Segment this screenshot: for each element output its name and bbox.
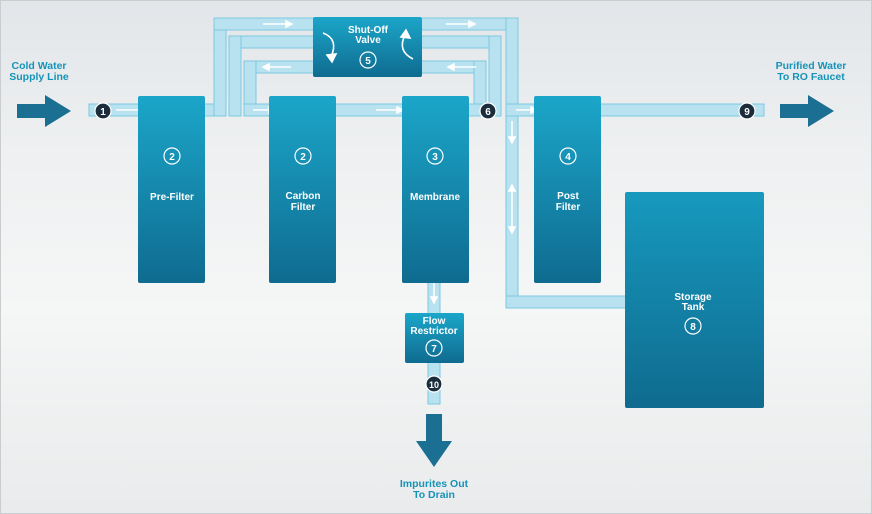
drain-arrow [416,414,452,467]
valve-label-1: Shut-Off [348,25,389,36]
tank-label-1: Storage [674,292,712,303]
prefilter-number: 2 [169,152,175,163]
inlet-label-2: Supply Line [9,71,69,83]
restrictor-badge [425,339,443,357]
pipe-inner-right-v [488,35,502,117]
membrane-housing [402,96,469,283]
prefilter-label: Pre-Filter [150,192,194,203]
pipe-top-outer-left [213,17,227,117]
restrictor-number: 7 [431,344,437,355]
storage-tank-body [625,192,764,408]
marker-1 [94,102,112,120]
shut-off-valve-body [313,17,422,77]
membrane-label: Membrane [410,192,460,203]
marker-9 [738,102,756,120]
pipe-top-inner [228,35,315,49]
tank-number: 8 [690,322,696,333]
post-label-1: Post [557,191,579,202]
post-label-2: Filter [556,202,581,213]
carbon-label-2: Filter [291,202,316,213]
marker-1-number: 1 [100,107,106,118]
point-markers [94,102,756,393]
carbon-filter-housing [269,96,336,283]
outlet-label-2: To RO Faucet [777,71,845,83]
valve-badge [359,51,377,69]
pipe-top-inner-left [228,35,242,117]
outlet-label-1: Purified Water [776,60,847,72]
tank-badge [684,317,702,335]
outlet-arrow [780,95,834,127]
drain-label-2: To Drain [413,489,455,501]
inlet-label-1: Cold Water [11,60,66,72]
membrane-number: 3 [432,152,438,163]
valve-number: 5 [365,56,371,67]
restrictor-label-1: Flow [423,316,446,327]
valve-curve-arrows [322,28,414,64]
carbon-badge [294,147,312,165]
carbon-label-1: Carbon [286,191,321,202]
prefilter-badge [163,147,181,165]
valve-label-2: Valve [355,35,381,46]
drain-label-1: Impurites Out [400,478,469,490]
marker-9-number: 9 [744,107,750,118]
post-number: 4 [565,152,571,163]
restrictor-label-2: Restrictor [410,326,457,337]
inlet-arrow [17,95,71,127]
pipe-right-vertical [505,17,519,309]
component-badges [163,51,702,357]
post-badge [559,147,577,165]
marker-10 [425,375,443,393]
marker-10-number: 10 [429,380,439,390]
marker-6-number: 6 [485,107,491,118]
carbon-number: 2 [300,152,306,163]
marker-6 [479,102,497,120]
pre-filter-housing [138,96,205,283]
flow-restrictor-body [405,313,464,363]
pipe-tank-link [505,295,629,309]
membrane-badge [426,147,444,165]
tank-label-2: Tank [682,302,705,313]
post-filter-housing [534,96,601,283]
